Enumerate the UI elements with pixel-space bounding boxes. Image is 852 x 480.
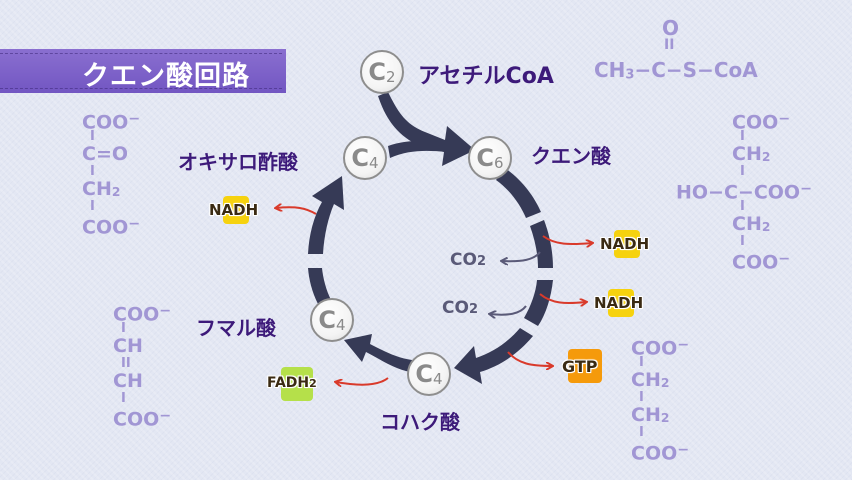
label-acetyl-coa: アセチルCoA [418, 64, 554, 89]
cofactor-nadh-3: NADH [209, 196, 258, 224]
page-title: クエン酸回路 [82, 61, 250, 92]
acetyl-coa-feed-arrow [378, 92, 475, 166]
arrow-co2-1 [502, 251, 541, 261]
arrow-fadh2 [336, 377, 389, 385]
formula-succinate: COO− I CH2 I CH2 I COO− [631, 337, 690, 465]
arrow-nadh-2 [539, 293, 586, 303]
arc-isocitrate-ketoglutarate [530, 220, 553, 268]
label-citrate: クエン酸 [531, 144, 611, 168]
formula-acetyl-main: CH3−C−S−CoA [594, 58, 758, 83]
formula-fumarate: COO− I CH II CH I COO− [113, 303, 172, 431]
arc-oxaloacetate-citrate [388, 140, 446, 158]
arrow-gtp [507, 351, 552, 366]
cofactor-gtp: GTP [562, 349, 602, 383]
formula-acetyl-carbonyl-o: O [662, 16, 680, 40]
co2-output-2: CO2 [442, 298, 478, 318]
arrow-nadh-1 [542, 235, 592, 244]
cofactor-fadh2: FADH2 [267, 367, 317, 401]
co2-output-1: CO2 [450, 250, 486, 270]
cofactor-nadh-1: NADH [600, 230, 649, 258]
label-succinate: コハク酸 [380, 410, 460, 434]
label-fumarate: フマル酸 [196, 316, 276, 340]
formula-acetyl-double-bond: II [664, 37, 675, 53]
cofactor-nadh-2: NADH [594, 289, 643, 317]
arc-citrate-isocitrate [496, 168, 541, 218]
banner-stitching [0, 53, 282, 89]
arc-fumarate-malate [308, 268, 331, 304]
arc-ketoglutarate-succinylcoa [524, 280, 553, 326]
formula-oxaloacetate: COO− I C=O I CH2 I COO− [82, 111, 141, 239]
title-banner-frame: クエン酸回路 [0, 49, 300, 93]
arc-malate-oxaloacetate [308, 176, 344, 254]
title-banner [0, 49, 286, 93]
arrow-co2-2 [490, 305, 527, 315]
label-oxaloacetate: オキサロ酢酸 [178, 150, 298, 174]
arc-succinate-fumarate [344, 334, 412, 372]
arrow-nadh-3 [276, 207, 317, 215]
arc-succinylcoa-succinate [454, 328, 533, 384]
